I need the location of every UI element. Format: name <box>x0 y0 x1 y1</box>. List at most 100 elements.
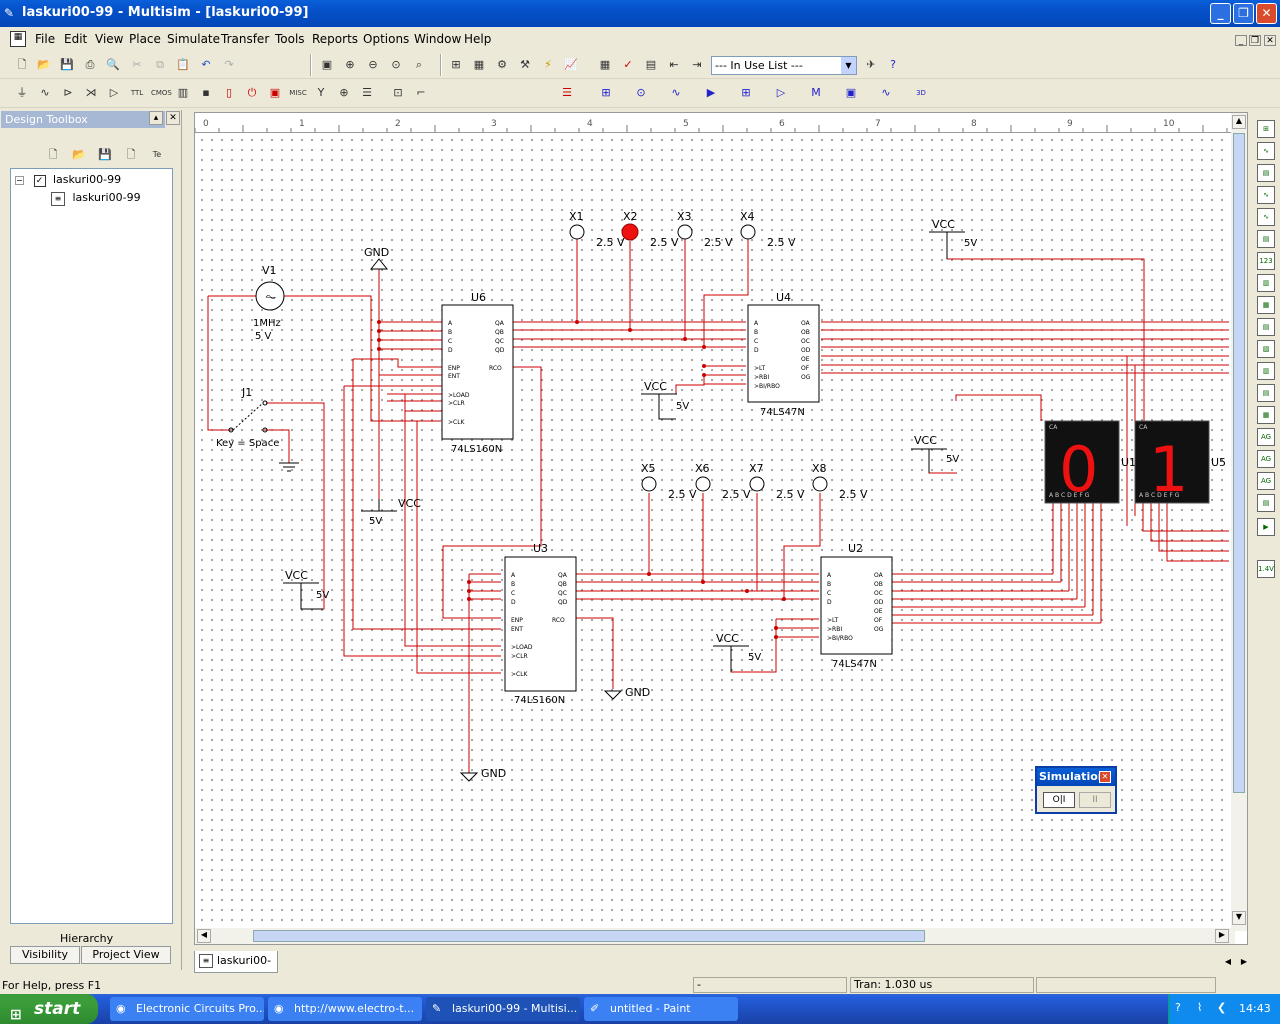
multisim-app-icon[interactable]: ✎ <box>4 6 15 20</box>
scroll-right-icon[interactable]: ▶ <box>1215 929 1229 943</box>
visibility-tab[interactable]: Visibility <box>10 946 80 964</box>
clock[interactable]: 14:43 <box>1239 1002 1271 1015</box>
network-analyzer-icon[interactable]: ▦ <box>1257 406 1275 424</box>
four-channel-scope-icon[interactable]: ∿ <box>1257 208 1275 226</box>
logic-analyzer-icon[interactable]: ▦ <box>1257 296 1275 314</box>
erc-icon[interactable]: ✓ <box>623 58 633 71</box>
place-cmos-icon[interactable]: CMOS <box>151 89 172 97</box>
zoom-area-icon[interactable]: ⊙ <box>391 58 401 71</box>
menu-help[interactable]: Help <box>464 32 492 46</box>
open-folder-icon[interactable]: 📂 <box>37 58 51 71</box>
logic-converter-icon[interactable]: ▤ <box>1257 318 1275 336</box>
probe-x3[interactable]: X32.5 V <box>677 210 733 249</box>
logic-analyzer-icon[interactable]: M <box>811 86 821 99</box>
new-sheet-icon[interactable]: 🗋 <box>126 148 136 161</box>
pause-icon[interactable]: II <box>1079 792 1111 808</box>
rename-icon[interactable]: Te <box>152 150 162 159</box>
simulation-window[interactable]: Simulation ✕ O|I II <box>1035 766 1117 814</box>
place-wire-icon[interactable]: ⌐ <box>416 86 426 99</box>
menu-view[interactable]: View <box>95 32 124 46</box>
circuit-wizard-icon[interactable]: ✈ <box>866 58 876 71</box>
zoom-in-icon[interactable]: ⊕ <box>345 58 355 71</box>
switch-j1[interactable]: J1 Key = Space <box>216 386 279 449</box>
display-u1[interactable]: CA 0 A B C D E F G U1 <box>1044 420 1136 506</box>
chevron-down-icon[interactable]: ▼ <box>841 57 856 74</box>
3d-view-icon[interactable]: 3D <box>916 89 926 97</box>
menu-file[interactable]: File <box>35 32 56 46</box>
hierarchy-tab[interactable]: Hierarchy <box>60 932 114 945</box>
save-icon[interactable]: 💾 <box>60 58 74 71</box>
iv-analyzer-icon[interactable]: ▧ <box>1257 340 1275 358</box>
wattmeter-icon[interactable]: ▤ <box>1257 164 1275 182</box>
multimeter-icon[interactable]: ⊞ <box>1257 120 1275 138</box>
simulation-close-icon[interactable]: ✕ <box>1099 771 1111 783</box>
function-generator-icon[interactable]: ⊙ <box>636 86 646 99</box>
fullscreen-icon[interactable]: ▣ <box>321 58 333 71</box>
minimize-button[interactable]: _ <box>1210 3 1231 24</box>
expand-tray-icon[interactable]: ❮ <box>1217 1001 1227 1014</box>
probe-x4[interactable]: X42.5 V <box>740 210 796 249</box>
labview-icon[interactable]: ▶ <box>1257 518 1275 536</box>
network-icon[interactable]: ⌇ <box>1197 1001 1203 1014</box>
zoom-fit-icon[interactable]: ⌕ <box>415 58 423 71</box>
spreadsheet-icon[interactable]: ▦ <box>473 58 485 71</box>
menu-window[interactable]: Window <box>414 32 462 46</box>
place-source-icon[interactable]: ⏚ <box>16 86 28 99</box>
new-design-icon[interactable]: 🗋 <box>48 148 58 161</box>
project-view-tab[interactable]: Project View <box>81 946 171 964</box>
display-u5[interactable]: CA 1 A B C D E F G U5 <box>1134 420 1226 506</box>
word-generator-icon[interactable]: ▥ <box>1257 274 1275 292</box>
mdi-minimize-button[interactable]: _ <box>1235 35 1247 46</box>
print-preview-icon[interactable]: 🔍 <box>106 58 120 71</box>
new-file-icon[interactable]: 🗋 <box>17 58 27 71</box>
menu-reports[interactable]: Reports <box>312 32 359 46</box>
place-diode-icon[interactable]: ⊳ <box>63 86 73 99</box>
open-design-icon[interactable]: 📂 <box>72 148 86 161</box>
oscilloscope-icon[interactable]: ▶ <box>706 86 716 99</box>
toolbox-pin-button[interactable]: ▴ <box>149 111 163 125</box>
menu-options[interactable]: Options <box>363 32 410 46</box>
place-misc-icon[interactable]: MISC <box>289 89 307 97</box>
task-electronic-circuits[interactable]: ◉Electronic Circuits Pro... <box>110 997 264 1021</box>
maximize-button[interactable]: ❐ <box>1233 3 1254 24</box>
oscilloscope-icon[interactable]: ∿ <box>1257 186 1275 204</box>
multimeter-icon[interactable]: ⊞ <box>601 86 611 99</box>
probe-x5[interactable]: X52.5 V <box>641 462 697 501</box>
scroll-up-icon[interactable]: ▲ <box>1232 115 1246 129</box>
checkbox-icon[interactable]: ✓ <box>33 175 46 187</box>
place-electromech-icon[interactable]: ▣ <box>269 86 281 99</box>
document-tab[interactable]: ≡ laskuri00-99 <box>194 951 278 987</box>
print-icon[interactable]: ⎙ <box>85 58 95 71</box>
mdi-close-button[interactable]: ✕ <box>1264 35 1276 46</box>
close-button[interactable]: ✕ <box>1256 3 1277 24</box>
bode-plotter-icon[interactable]: ⊞ <box>741 86 751 99</box>
place-basic-icon[interactable]: ∿ <box>40 86 50 99</box>
undo-icon[interactable]: ↶ <box>201 58 211 71</box>
frequency-counter-icon[interactable]: 123 <box>1257 252 1275 270</box>
component-wizard-icon[interactable]: ⚒ <box>520 58 530 71</box>
forward-annotate-icon[interactable]: ⇥ <box>692 58 702 71</box>
menu-simulate[interactable]: Simulate <box>167 32 221 46</box>
run-toggle-icon[interactable]: O|I <box>1043 792 1075 808</box>
agilent-generator-icon[interactable]: AG <box>1257 428 1275 446</box>
horizontal-scroll-thumb[interactable] <box>253 930 925 942</box>
place-power-icon[interactable]: ⏻ <box>247 86 257 99</box>
grapher-icon[interactable]: 📈 <box>564 58 578 71</box>
simulation-title-bar[interactable]: Simulation ✕ <box>1037 768 1115 786</box>
probe-x6[interactable]: X62.5 V <box>695 462 751 501</box>
scroll-down-icon[interactable]: ▼ <box>1232 911 1246 925</box>
breadboard-icon[interactable]: ▤ <box>645 58 657 71</box>
place-mixed-icon[interactable]: ▪ <box>202 86 210 99</box>
word-generator-icon[interactable]: ▷ <box>776 86 786 99</box>
agilent-multimeter-icon[interactable]: AG <box>1257 450 1275 468</box>
vertical-scrollbar[interactable]: ▲ ▼ <box>1231 113 1247 931</box>
vertical-scroll-thumb[interactable] <box>1233 133 1245 793</box>
probe-x1[interactable]: X12.5 V <box>569 210 625 249</box>
agilent-scope-icon[interactable]: AG <box>1257 472 1275 490</box>
hierarchical-block-icon[interactable]: ⊡ <box>393 86 403 99</box>
copy-icon[interactable]: ⧉ <box>156 58 164 71</box>
probe-x7[interactable]: X72.5 V <box>749 462 805 501</box>
help-icon[interactable]: ? <box>890 58 896 71</box>
probe-x2[interactable]: X22.5 V <box>621 210 679 249</box>
